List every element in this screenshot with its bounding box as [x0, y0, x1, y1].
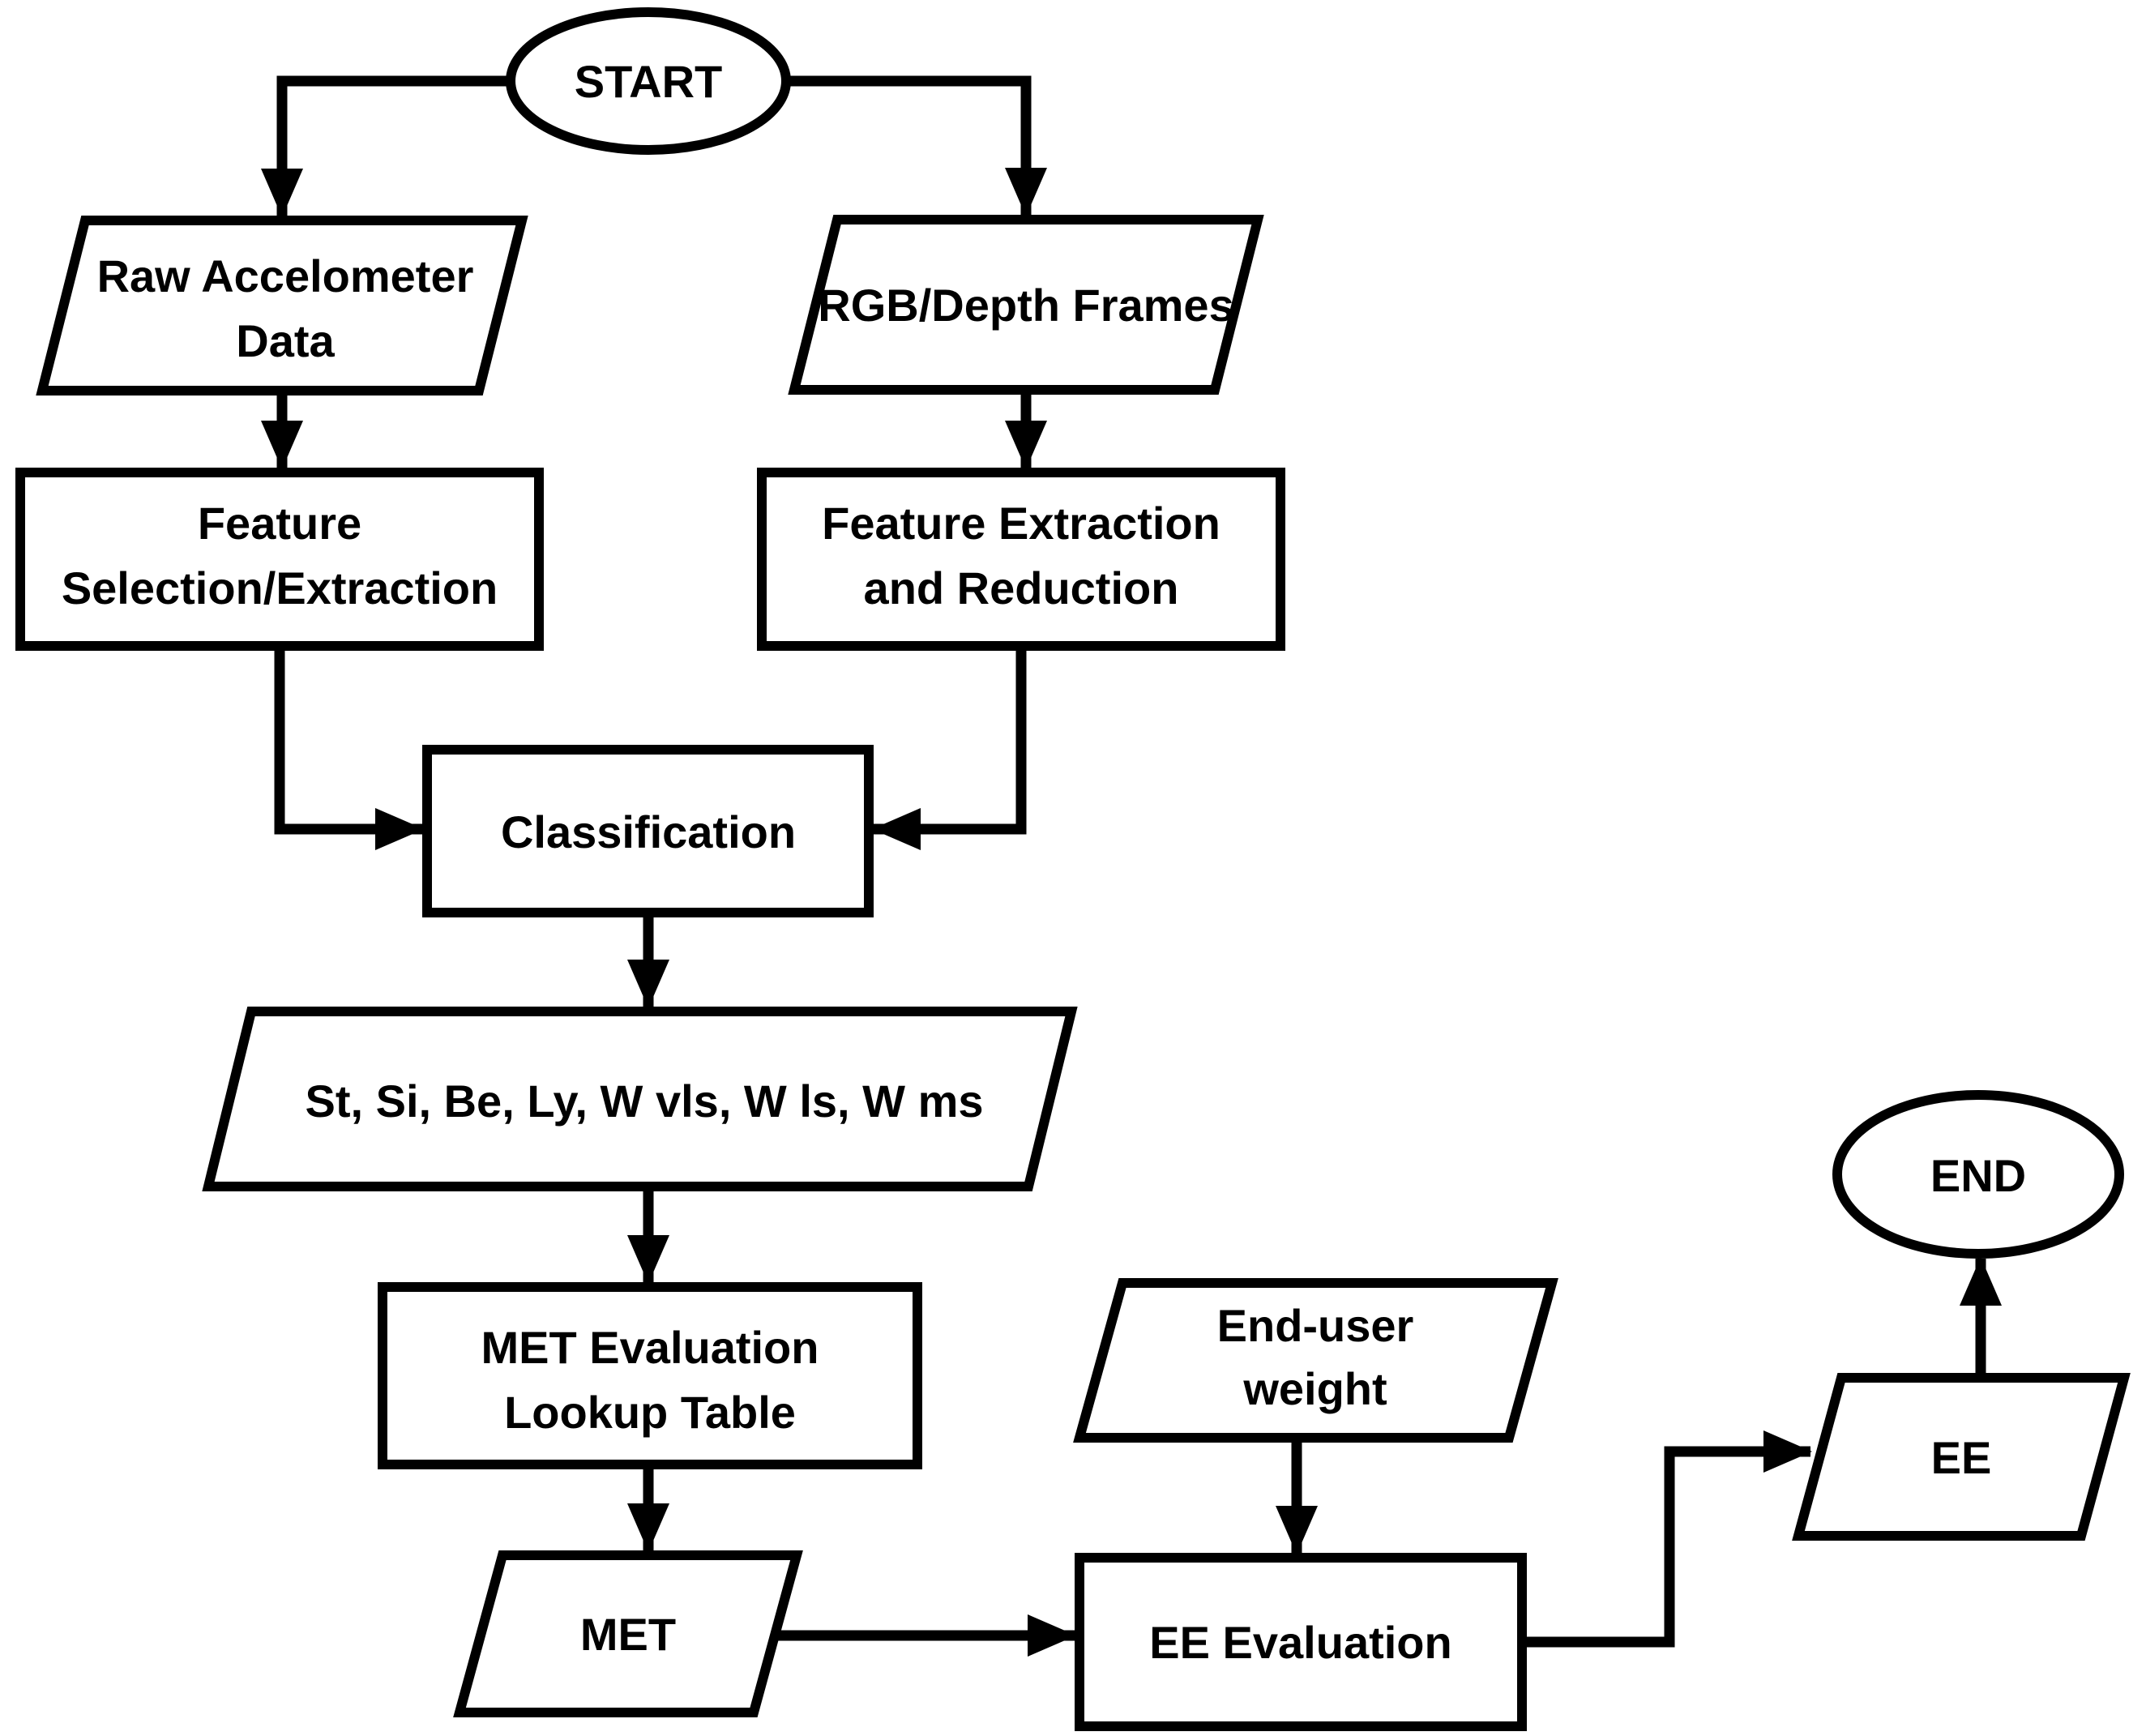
end-user-weight-io-shape — [1073, 1278, 1558, 1443]
classification-process-shape — [422, 745, 874, 917]
node-start: START — [506, 7, 791, 155]
node-raw-accel: Raw Accelometer Data — [36, 216, 528, 396]
ee-label: EE — [1931, 1432, 1992, 1483]
edge-feat-ext-to-classification — [872, 646, 1027, 850]
node-end: END — [1832, 1090, 2124, 1259]
met-lookup-label-line2: Lookup Table — [504, 1387, 796, 1438]
edge-start-to-raw-accel — [261, 75, 511, 217]
node-activity-classes: St, Si, Be, Ly, W vls, W ls, W ms — [202, 1007, 1078, 1191]
end-terminator-shape — [1832, 1090, 2124, 1259]
edge-ee-evaluation-to-ee — [1522, 1430, 1812, 1648]
feat-ext-process-shape — [757, 468, 1285, 651]
node-ee: EE — [1792, 1373, 2131, 1541]
activity-classes-io-shape — [202, 1007, 1078, 1191]
feat-sel-label-line1: Feature — [198, 498, 361, 549]
node-feat-ext: Feature Extraction and Reduction — [757, 468, 1285, 651]
node-met-lookup: MET Evaluation Lookup Table — [378, 1282, 922, 1469]
node-met: MET — [453, 1550, 803, 1717]
edge-start-to-rgb-depth — [786, 75, 1047, 216]
raw-accel-label-line1: Raw Accelometer — [97, 250, 474, 301]
start-label: START — [575, 56, 723, 107]
raw-accel-io-shape — [36, 216, 528, 396]
start-terminator-shape — [506, 7, 791, 155]
feat-sel-process-shape — [15, 468, 544, 651]
end-label: END — [1930, 1150, 2026, 1201]
raw-accel-label-line2: Data — [236, 315, 335, 366]
feat-ext-label-line2: and Reduction — [864, 562, 1179, 614]
node-ee-evaluation: EE Evaluation — [1075, 1553, 1527, 1731]
rgb-depth-io-shape — [788, 215, 1264, 395]
node-feat-sel: Feature Selection/Extraction — [15, 468, 544, 651]
met-lookup-process-shape — [378, 1282, 922, 1469]
edges — [261, 75, 2002, 1657]
end-user-weight-label-line1: End-user — [1217, 1300, 1414, 1351]
ee-evaluation-process-shape — [1075, 1553, 1527, 1731]
classification-label: Classification — [501, 806, 796, 857]
ee-io-shape — [1792, 1373, 2131, 1541]
met-label: MET — [580, 1609, 676, 1660]
activity-classes-label: St, Si, Be, Ly, W vls, W ls, W ms — [305, 1075, 983, 1127]
met-io-shape — [453, 1550, 803, 1717]
edge-feat-sel-to-classification — [274, 646, 424, 850]
met-lookup-label-line1: MET Evaluation — [481, 1322, 819, 1373]
rgb-depth-label: RGB/Depth Frames — [818, 280, 1233, 331]
node-rgb-depth: RGB/Depth Frames — [788, 215, 1264, 395]
node-end-user-weight: End-user weight — [1073, 1278, 1558, 1443]
end-user-weight-label-line2: weight — [1242, 1363, 1387, 1414]
feat-ext-label-line1: Feature Extraction — [822, 498, 1220, 549]
feat-sel-label-line2: Selection/Extraction — [62, 562, 498, 614]
node-classification: Classification — [422, 745, 874, 917]
ee-evaluation-label: EE Evaluation — [1149, 1617, 1451, 1668]
